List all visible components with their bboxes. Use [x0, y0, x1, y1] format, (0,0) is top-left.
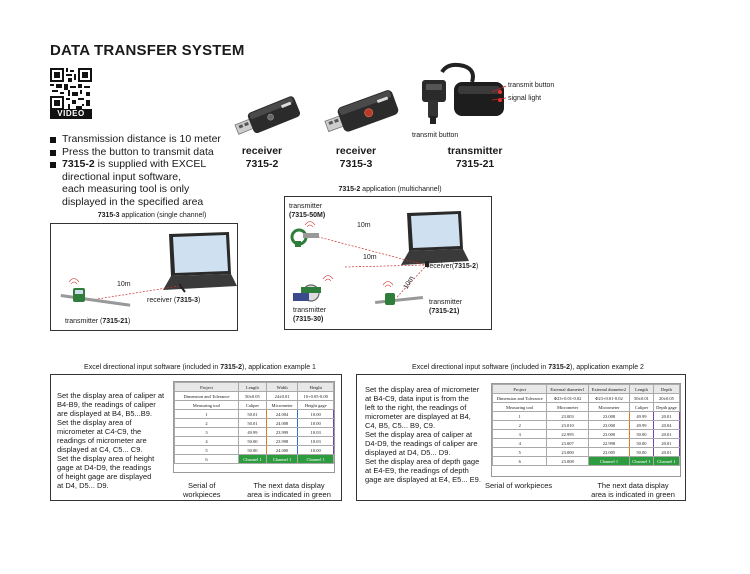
transmitter-21-label: transmitter(7315-21): [429, 299, 463, 315]
receiver-label: receiver (7315-3): [147, 297, 201, 304]
transmitter-30-label: transmitter(7315-30): [293, 307, 327, 323]
callout-transmit-button-bottom: transmit button: [412, 132, 459, 139]
multi-channel-illustration: [290, 211, 469, 305]
distance-label-1: 10m: [357, 222, 371, 229]
qr-code-icon[interactable]: [50, 68, 92, 110]
bullet-continuation: displayed in the specified area: [62, 195, 204, 208]
example2-title: Excel directional input software (includ…: [412, 364, 644, 371]
receiver-7315-3-image: [324, 90, 399, 133]
transmitter-7315-21-image: [422, 62, 504, 124]
example1-title: Excel directional input software (includ…: [84, 364, 316, 371]
single-channel-diagram: 10m receiver (7315-3) transmitter (7315-…: [50, 223, 238, 331]
distance-label: 10m: [117, 281, 131, 288]
bullet-item: Press the button to transmit data: [50, 146, 221, 159]
multi-channel-diagram: transmitter(7315-50M) 10m 10m 10m receiv…: [284, 196, 492, 330]
receiver-7315-2-image: [234, 96, 301, 135]
callout-transmit-button: transmit button: [508, 82, 555, 89]
receiver-label: receiver(7315-2): [427, 263, 479, 270]
distance-label-2: 10m: [363, 254, 377, 261]
single-channel-title: 7315-3 application (single channel): [97, 212, 207, 219]
bullet-item: Transmission distance is 10 meter: [50, 133, 221, 146]
bullet-continuation: directional input software,: [62, 170, 182, 183]
multi-channel-title: 7315-2 application (multichannel): [338, 186, 442, 193]
callout-lines: [492, 85, 507, 101]
transmitter-label: transmitter (7315-21): [65, 318, 131, 325]
feature-list: Transmission distance is 10 meter Press …: [50, 133, 221, 208]
callout-signal-light: signal light: [508, 95, 542, 102]
bullet-item: 7315-2 is supplied with EXCEL: [50, 158, 221, 171]
single-channel-illustration: [60, 232, 237, 307]
bullet-continuation: each measuring tool is only: [62, 183, 190, 195]
transmitter-50m-label: transmitter(7315-50M): [289, 203, 326, 219]
page-title: DATA TRANSFER SYSTEM: [50, 42, 245, 59]
video-tag: VIDEO: [50, 109, 92, 119]
example2-caption-left: Serial of workpieces: [485, 481, 553, 490]
